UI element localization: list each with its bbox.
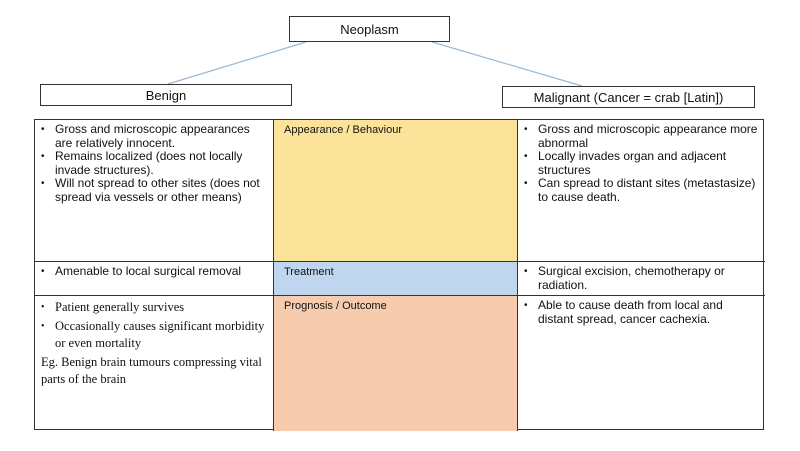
category-label: Appearance / Behaviour	[284, 124, 403, 136]
benign-example-note: Eg. Benign brain tumours compressing vit…	[41, 355, 262, 386]
list-item: Amenable to local surgical removal	[41, 264, 267, 279]
malignant-header-box: Malignant (Cancer = crab [Latin])	[502, 86, 755, 108]
list-item: Can spread to distant sites (metastasize…	[524, 176, 759, 204]
list-item: Able to cause death from local and dista…	[524, 298, 759, 326]
malignant-appearance-cell: Gross and microscopic appearance more ab…	[518, 120, 765, 262]
list-item: Gross and microscopic appearances are re…	[41, 122, 267, 150]
benign-header-box: Benign	[40, 84, 292, 106]
malignant-label: Malignant (Cancer = crab [Latin])	[533, 89, 724, 105]
neoplasm-box: Neoplasm	[289, 16, 450, 42]
malignant-prognosis-cell: Able to cause death from local and dista…	[518, 296, 765, 431]
benign-prognosis-cell: Patient generally survives Occasionally …	[35, 296, 274, 431]
category-label: Treatment	[284, 266, 334, 278]
list-item: Gross and microscopic appearance more ab…	[524, 122, 759, 150]
list-item: Surgical excision, chemotherapy or radia…	[524, 264, 759, 292]
connector-right	[431, 41, 583, 87]
list-item: Remains localized (does not locally inva…	[41, 149, 267, 177]
category-label: Prognosis / Outcome	[284, 300, 387, 312]
benign-appearance-cell: Gross and microscopic appearances are re…	[35, 120, 274, 262]
benign-label: Benign	[145, 87, 187, 103]
connector-left	[167, 41, 307, 85]
list-item: Patient generally survives	[41, 299, 267, 316]
comparison-table: Gross and microscopic appearances are re…	[34, 119, 765, 431]
neoplasm-label: Neoplasm	[340, 21, 399, 37]
list-item: Occasionally causes significant morbidit…	[41, 318, 267, 352]
treatment-category-cell: Treatment	[274, 262, 518, 296]
list-item: Will not spread to other sites (does not…	[41, 176, 267, 204]
appearance-category-cell: Appearance / Behaviour	[274, 120, 518, 262]
prognosis-category-cell: Prognosis / Outcome	[274, 296, 518, 431]
benign-treatment-cell: Amenable to local surgical removal	[35, 262, 274, 296]
malignant-treatment-cell: Surgical excision, chemotherapy or radia…	[518, 262, 765, 296]
list-item: Locally invades organ and adjacent struc…	[524, 149, 759, 177]
